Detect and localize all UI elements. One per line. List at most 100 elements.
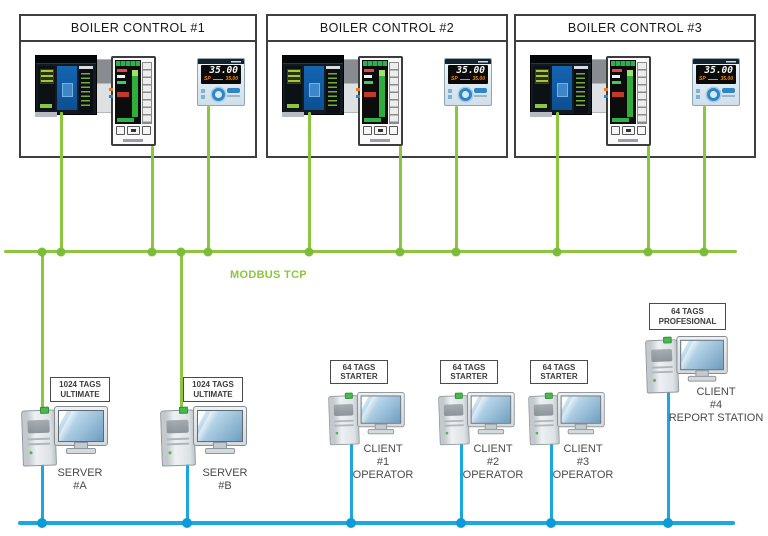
front-keys [363, 126, 398, 135]
caption-line: CLIENT [363, 443, 403, 455]
monitor-stand [367, 428, 395, 435]
drive-slots [334, 419, 354, 428]
center-key [373, 126, 388, 135]
sp-label: SP [699, 76, 706, 82]
tag-edition: ULTIMATE [193, 389, 233, 399]
plc-io-led-module [79, 66, 93, 113]
power-led [178, 406, 189, 414]
controller-bezel [693, 59, 739, 64]
loop-controller-icon [604, 56, 651, 146]
boiler-control-devices: 35.00 SP 35.00 [21, 42, 255, 160]
computer-icon-client-3 [528, 392, 605, 447]
sp-readout: 35.00 [720, 76, 733, 82]
caption-line: SERVER [57, 467, 103, 479]
caption-line: OPERATOR [352, 469, 414, 481]
side-keys [389, 62, 399, 124]
tagbox-client-4: 64 TAGS PROFESIONAL [649, 303, 726, 330]
tower-vent [651, 348, 673, 363]
boiler-control-devices: 35.00 SP 35.00 [268, 42, 506, 160]
pv-readout: 35.00 [704, 65, 733, 76]
pc-monitor [557, 392, 605, 435]
monitor-screen [197, 410, 243, 442]
bus-junction [663, 518, 673, 528]
ethernet-line [307, 112, 311, 252]
sp-underline [459, 79, 471, 80]
sp-label: SP [204, 76, 211, 82]
ethernet-line [454, 106, 458, 252]
boiler-control-box-2: BOILER CONTROL #2 [266, 14, 508, 158]
boiler-control-box-1: BOILER CONTROL #1 [19, 14, 257, 158]
terminal-marks [604, 88, 608, 100]
computer-icon-server-a [21, 406, 108, 468]
drive-slots [167, 437, 190, 447]
monitor-screen [680, 339, 724, 371]
process-values [364, 69, 377, 99]
tag-count: 64 TAGS [342, 362, 376, 372]
bus-junction [56, 247, 66, 256]
pc-monitor [357, 392, 405, 435]
caption-line: CLIENT [696, 386, 736, 398]
controller-keys [201, 89, 210, 99]
tag-count: 1024 TAGS [192, 380, 234, 389]
pc-monitor [54, 406, 108, 454]
bus-junction [37, 518, 47, 528]
right-key [637, 126, 646, 135]
bargraph [379, 70, 385, 117]
caption-line: #1 [376, 456, 390, 468]
controller-display: 35.00 SP 35.00 [696, 65, 736, 84]
controller-button [722, 88, 735, 97]
ethernet-line [59, 112, 63, 252]
caption-client-3: CLIENT #3 OPERATOR [543, 443, 623, 482]
tagbox-server-a: 1024 TAGS ULTIMATE [50, 377, 110, 402]
tower-led [29, 451, 33, 455]
plc-cpu-module [533, 66, 550, 110]
tag-edition: STARTER [450, 372, 488, 381]
monitor-screen [360, 395, 402, 424]
caption-line: #A [73, 480, 87, 492]
plc-top-rail [531, 56, 591, 64]
drive-slots [651, 366, 673, 375]
caption-client-1: CLIENT #1 OPERATOR [343, 443, 423, 482]
tagbox-client-1: 64 TAGS STARTER [330, 360, 388, 384]
monitor-stand [687, 375, 717, 382]
ethernet-line-server-b [179, 251, 183, 412]
plc-icon [35, 55, 119, 117]
ethernet-line [206, 106, 210, 252]
power-led [344, 392, 353, 399]
bus-junction [395, 247, 405, 256]
terminal-marks [109, 88, 113, 100]
plc-io-led-module [574, 66, 588, 113]
monitor-stand [567, 428, 595, 435]
monitor-screen [560, 395, 602, 424]
sp-readout: 35.00 [472, 76, 485, 82]
plc-power-module [552, 66, 572, 110]
side-keys [142, 62, 152, 124]
bus-junction [304, 247, 314, 256]
tower-led [535, 431, 539, 435]
loop-controller-screen [362, 60, 388, 124]
bus-junction [346, 518, 356, 528]
boiler-control-title: BOILER CONTROL #1 [21, 16, 255, 42]
plc-cpu-module [285, 66, 302, 110]
bus-junction [699, 247, 709, 256]
side-keys [637, 62, 647, 124]
left-key [363, 126, 372, 135]
tag-edition: ULTIMATE [60, 389, 100, 399]
tower-led [653, 378, 657, 382]
right-key [142, 126, 151, 135]
ethernet-line [646, 146, 650, 252]
ethernet-line [555, 112, 559, 252]
sp-row: SP 35.00 [696, 76, 736, 82]
caption-line: #2 [486, 456, 500, 468]
caption-line: CLIENT [473, 443, 513, 455]
bus-junction [552, 247, 562, 256]
client-bus [18, 521, 735, 525]
left-key [116, 126, 125, 135]
sp-row: SP 35.00 [201, 76, 241, 82]
plc-main-unit [530, 55, 592, 115]
controller-display: 35.00 SP 35.00 [448, 65, 488, 84]
caption-line: #B [218, 480, 232, 492]
caption-line: #4 [709, 399, 723, 411]
pc-tower [438, 392, 470, 446]
terminal-marks [356, 88, 360, 100]
